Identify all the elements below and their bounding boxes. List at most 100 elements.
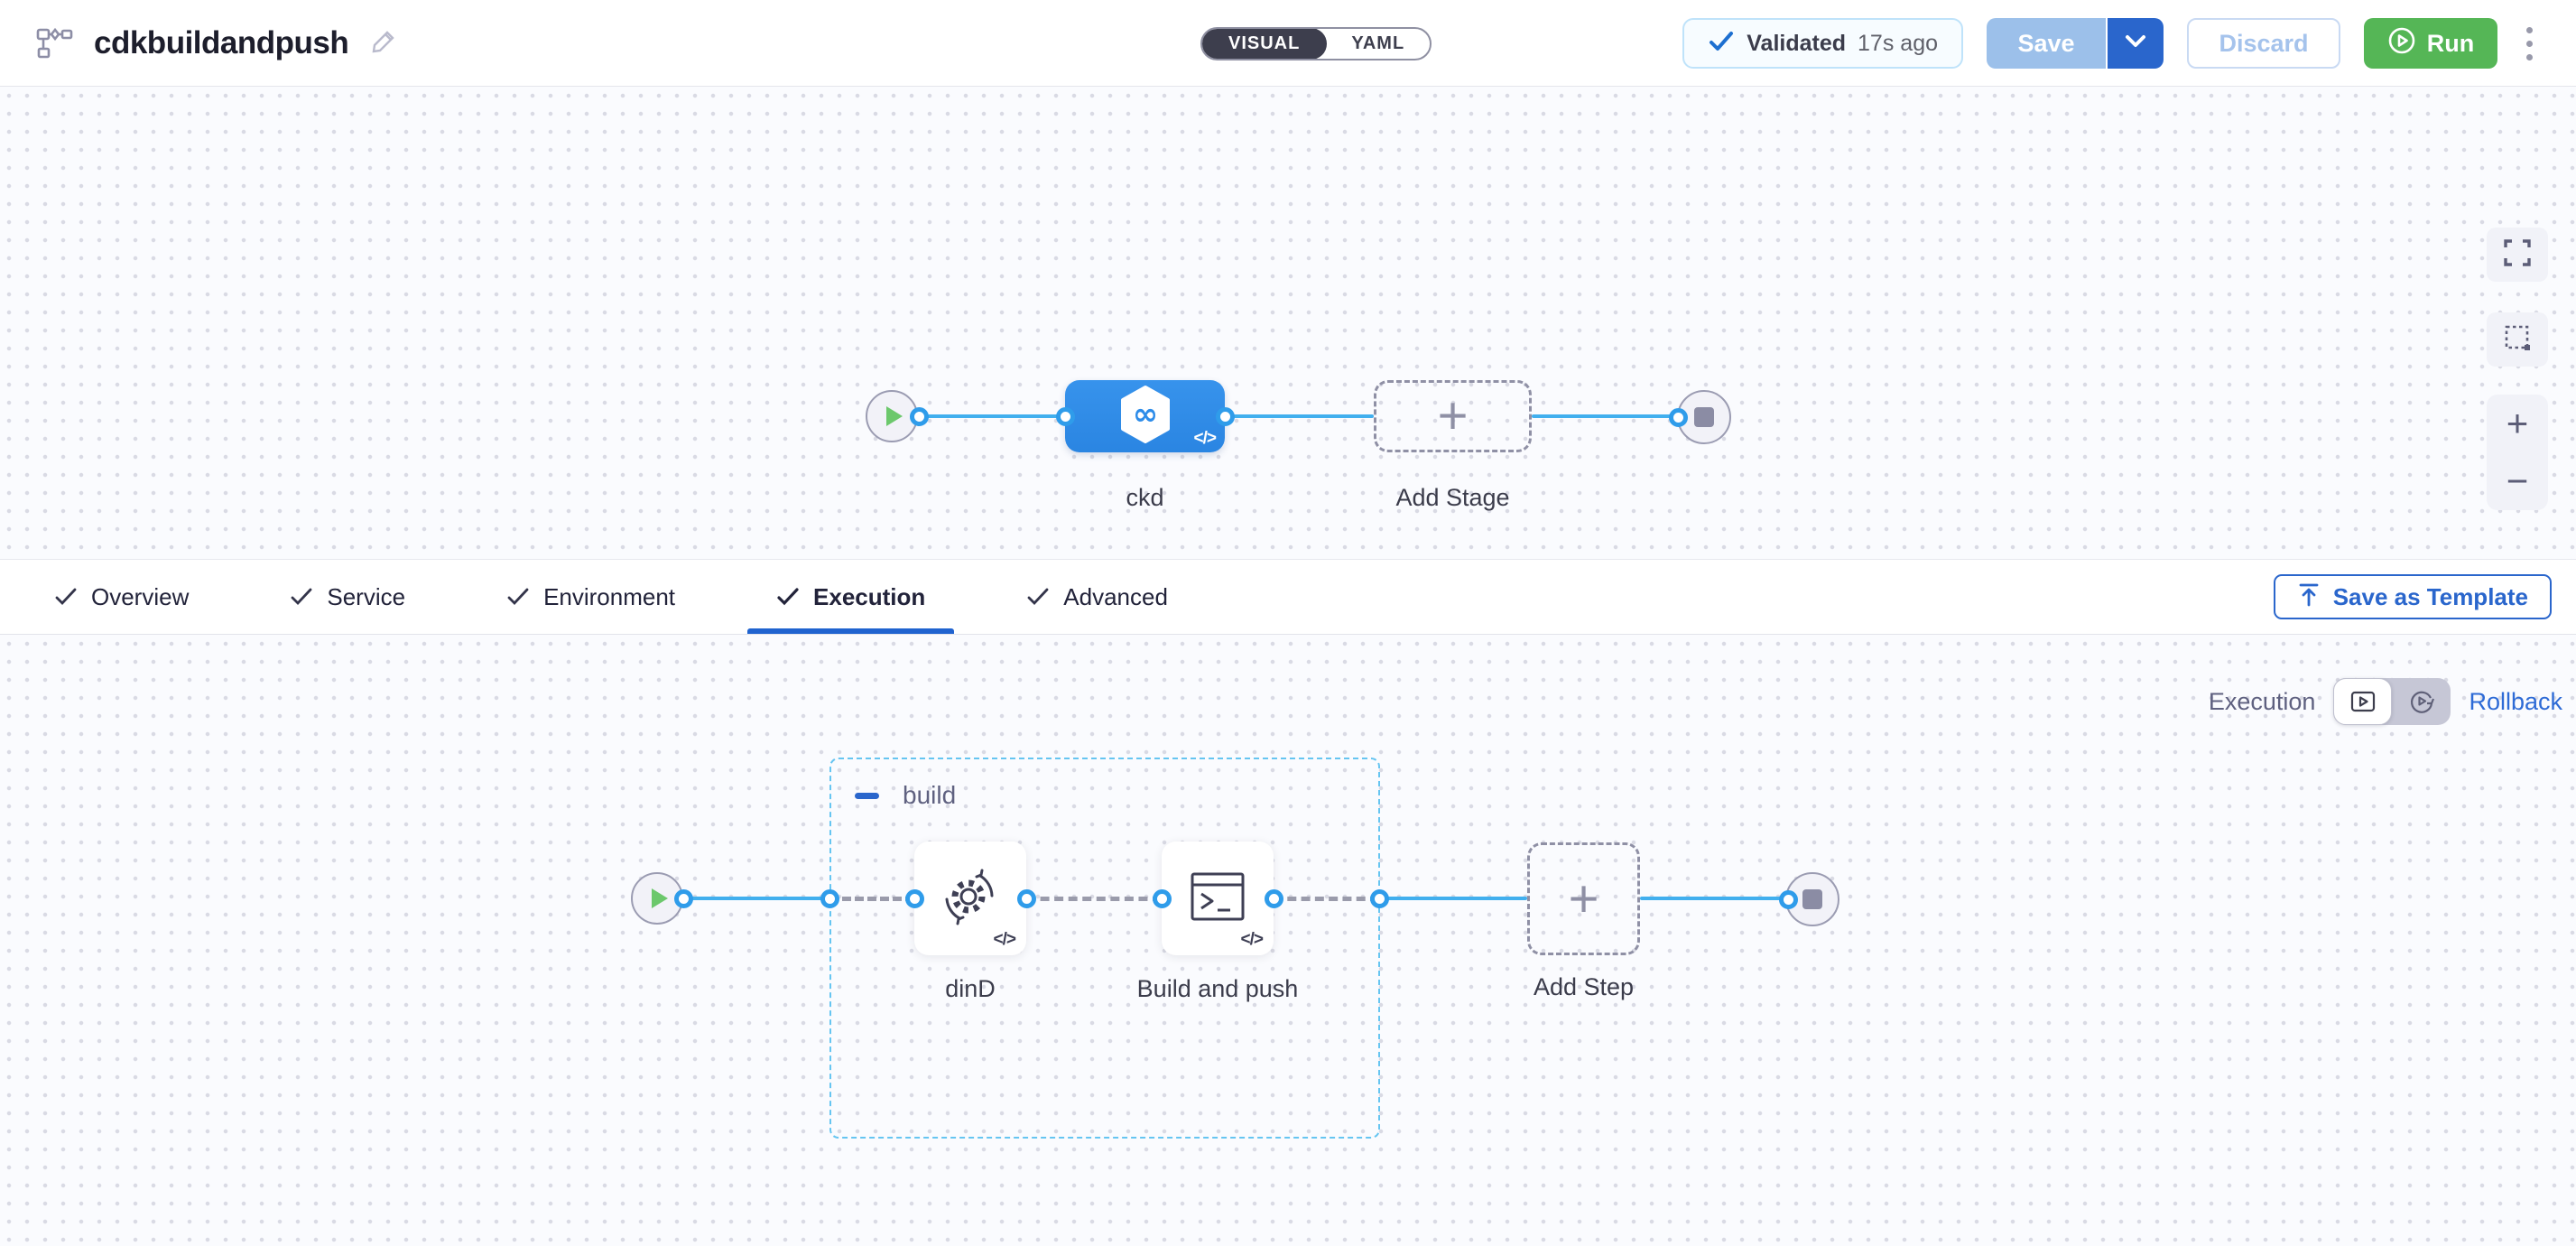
stage-label: ckd	[1126, 484, 1164, 511]
chevron-down-icon	[2124, 33, 2147, 54]
rollback-view-button[interactable]	[2392, 678, 2451, 725]
step-label: dinD	[945, 975, 996, 1002]
execution-mode-label: Execution	[2208, 687, 2316, 715]
execution-start-node[interactable]	[631, 872, 683, 925]
tab-overview[interactable]: Overview	[25, 560, 218, 634]
tab-check-icon	[1027, 588, 1049, 606]
connector-dot	[1216, 407, 1235, 426]
step-label: Build and push	[1136, 975, 1299, 1002]
connector-line	[683, 897, 829, 900]
pipeline-start-node[interactable]	[866, 390, 918, 442]
connector-line	[1532, 414, 1681, 418]
zoom-out-button[interactable]: −	[2506, 460, 2529, 502]
tab-label: Advanced	[1063, 582, 1168, 610]
connector-line-dashed	[829, 897, 914, 901]
connector-line	[1640, 897, 1788, 900]
tab-execution[interactable]: Execution	[747, 560, 955, 634]
header-left: cdkbuildandpush	[36, 0, 399, 87]
pipeline-stage-canvas[interactable]: + − ∞ </> + ckd Add Stage	[0, 87, 2576, 559]
save-as-template-button[interactable]: Save as Template	[2273, 574, 2552, 619]
collapse-group-icon[interactable]	[855, 792, 879, 799]
tab-label: Service	[327, 582, 406, 610]
add-step-button[interactable]: +	[1527, 842, 1640, 955]
execution-step-canvas[interactable]: Execution Rollback build	[0, 635, 2576, 1246]
execution-rollback-toggle	[2333, 678, 2451, 725]
save-split-button: Save	[1987, 18, 2164, 69]
rollback-link[interactable]: Rollback	[2469, 687, 2562, 715]
connector-dot	[1779, 890, 1798, 909]
pipeline-icon	[36, 24, 74, 63]
discard-button[interactable]: Discard	[2187, 18, 2340, 69]
upload-icon	[2297, 581, 2321, 613]
visual-yaml-toggle: VISUAL YAML	[1200, 27, 1432, 60]
save-as-template-label: Save as Template	[2332, 582, 2528, 610]
add-step-label: Add Step	[1533, 973, 1635, 1000]
toggle-yaml[interactable]: YAML	[1351, 33, 1405, 53]
tab-check-icon	[291, 588, 312, 606]
step-node-build-and-push[interactable]: </>	[1162, 842, 1274, 955]
connector-line	[1379, 897, 1527, 900]
play-circle-icon	[2387, 26, 2416, 61]
validation-badge: Validated 17s ago	[1682, 18, 1963, 69]
tab-check-icon	[55, 588, 77, 606]
connector-line-dashed	[1026, 897, 1162, 901]
connector-line-dashed	[1274, 897, 1379, 901]
connector-dot	[1370, 889, 1389, 908]
tab-label: Overview	[91, 582, 190, 610]
code-badge: </>	[993, 930, 1017, 949]
connector-dot	[905, 889, 924, 908]
run-button-label: Run	[2426, 29, 2475, 57]
connector-dot	[1056, 407, 1075, 426]
add-stage-label: Add Stage	[1395, 484, 1510, 511]
tab-environment[interactable]: Environment	[477, 560, 704, 634]
step-group-build[interactable]: build	[829, 758, 1380, 1139]
run-button[interactable]: Run	[2364, 18, 2497, 69]
connector-line	[919, 414, 1065, 418]
zoom-controls: + −	[2487, 395, 2548, 510]
zoom-in-button[interactable]: +	[2506, 402, 2529, 444]
code-badge: </>	[1240, 930, 1265, 949]
connector-dot	[674, 889, 693, 908]
execution-view-icon	[2350, 691, 2376, 712]
tab-advanced[interactable]: Advanced	[997, 560, 1197, 634]
fullscreen-button[interactable]	[2487, 228, 2548, 282]
stop-square-icon	[1694, 407, 1714, 427]
marquee-select-button[interactable]	[2487, 312, 2548, 367]
execution-mode-row: Execution Rollback	[2209, 678, 2562, 725]
execution-view-button[interactable]	[2333, 678, 2393, 725]
code-badge: </>	[1193, 429, 1218, 448]
start-play-icon	[651, 888, 668, 908]
connector-line	[1225, 414, 1374, 418]
connector-dot	[1669, 408, 1688, 427]
toggle-visual[interactable]: VISUAL	[1202, 29, 1328, 59]
ci-hexagon-icon: ∞	[1116, 385, 1175, 449]
terminal-icon	[1185, 867, 1250, 931]
validation-time: 17s ago	[1858, 30, 1938, 56]
tab-check-icon	[507, 588, 529, 606]
marquee-select-icon	[2502, 322, 2533, 358]
page-title: cdkbuildandpush	[94, 25, 349, 60]
tab-service[interactable]: Service	[261, 560, 434, 634]
plus-icon: +	[1568, 869, 1599, 928]
step-node-dind[interactable]: </>	[914, 842, 1026, 955]
edit-pencil-icon[interactable]	[368, 26, 399, 61]
start-play-icon	[885, 406, 903, 426]
add-stage-button[interactable]: +	[1374, 380, 1532, 452]
connector-dot	[910, 407, 929, 426]
tab-label: Execution	[813, 582, 926, 610]
stop-square-icon	[1802, 889, 1822, 909]
connector-dot	[1017, 889, 1036, 908]
save-button[interactable]: Save	[1987, 18, 2108, 69]
tab-check-icon	[777, 588, 799, 606]
save-dropdown-button[interactable]	[2108, 18, 2164, 69]
stage-node-ckd[interactable]: ∞ </>	[1065, 380, 1225, 452]
validation-status: Validated	[1747, 30, 1847, 56]
connector-dot	[1153, 889, 1172, 908]
stage-config-tabbar: Overview Service Environment Execution A…	[0, 559, 2576, 635]
check-icon	[1708, 30, 1735, 58]
more-options-kebab-icon[interactable]	[2521, 22, 2538, 66]
step-group-label: build	[903, 781, 957, 809]
plus-icon: +	[1437, 386, 1469, 445]
connector-dot	[820, 889, 839, 908]
header-actions: Validated 17s ago Save Discard Run	[1682, 18, 2538, 69]
